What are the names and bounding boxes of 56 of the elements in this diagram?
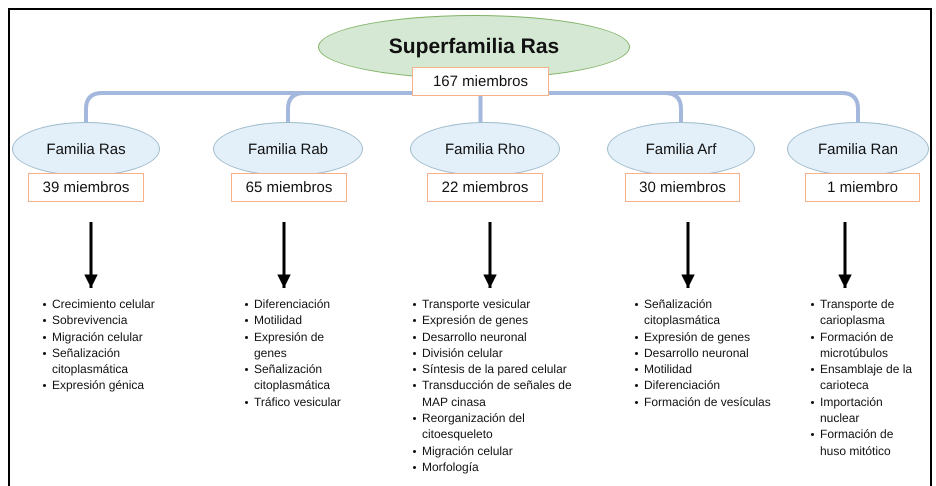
member-count: 167 miembros [432,73,528,90]
list-item: Migración celular [422,442,592,459]
list-item: Transporte de carioplasma [820,296,920,329]
family-name: Superfamilia Ras [388,35,560,59]
member-count: 22 miembros [442,179,528,196]
list-item: Formación de microtúbulos [820,328,920,362]
list-item: Transporte vesicular [422,296,592,312]
list-item: Formación de huso mitótico [820,426,920,459]
list-item: Morfología [422,458,592,476]
list-item: Expresión de genes [644,328,778,345]
connector-line [478,96,482,122]
member-count: 30 miembros [639,179,726,196]
arrow [84,222,98,288]
list-item: Crecimiento celular [52,296,190,312]
member-count: 1 miembro [827,179,898,196]
list-item: Formación de vesículas [644,394,778,410]
member-count: 65 miembros [246,179,332,196]
list-item: Ensamblaje de la carioteca [820,361,920,394]
list-item: Importación nuclear [820,394,920,426]
family-name: Familia Arf [646,140,716,158]
list-item: Señalización citoplasmática [52,344,190,378]
family-name: Familia Rho [444,140,526,158]
arrow [681,222,695,288]
arrow [838,222,852,288]
list-item: Transducción de señales de MAP cinasa [422,377,592,410]
arrow [483,222,497,288]
family-name: Familia Ras [46,140,126,158]
member-count-box [412,67,549,96]
member-count-box [625,173,740,202]
connector-line [549,91,860,122]
list-item: Desarrollo neuronal [422,328,592,345]
connector-line [286,91,412,122]
member-count-box [805,173,920,202]
list-item: Señalización citoplasmática [644,296,778,329]
list-item: Diferenciación [254,296,360,312]
list-item: Reorganización del citoesqueleto [422,410,592,443]
list-item: Expresión de genes [422,312,592,329]
list-item: Sobrevivencia [52,312,190,329]
member-count-box [28,173,144,202]
list-item: Señalización citoplasmática [254,361,360,394]
list-item: Tráfico vesicular [254,394,360,410]
list-item: Motilidad [254,312,360,329]
list-item: Motilidad [644,361,778,378]
list-item: Expresión de genes [254,328,360,362]
member-count-box [231,173,347,202]
list-item: División celular [422,344,592,362]
list-item: Síntesis de la pared celular [422,361,592,378]
family-name: Familia Rab [248,140,328,158]
list-item: Diferenciación [644,377,778,394]
family-name: Familia Ran [818,140,898,158]
arrow [277,222,291,288]
list-item: Expresión génica [52,377,190,394]
list-item: Migración celular [52,328,190,345]
list-item: Desarrollo neuronal [644,344,778,362]
member-count: 39 miembros [42,179,130,196]
member-count-box [427,173,543,202]
